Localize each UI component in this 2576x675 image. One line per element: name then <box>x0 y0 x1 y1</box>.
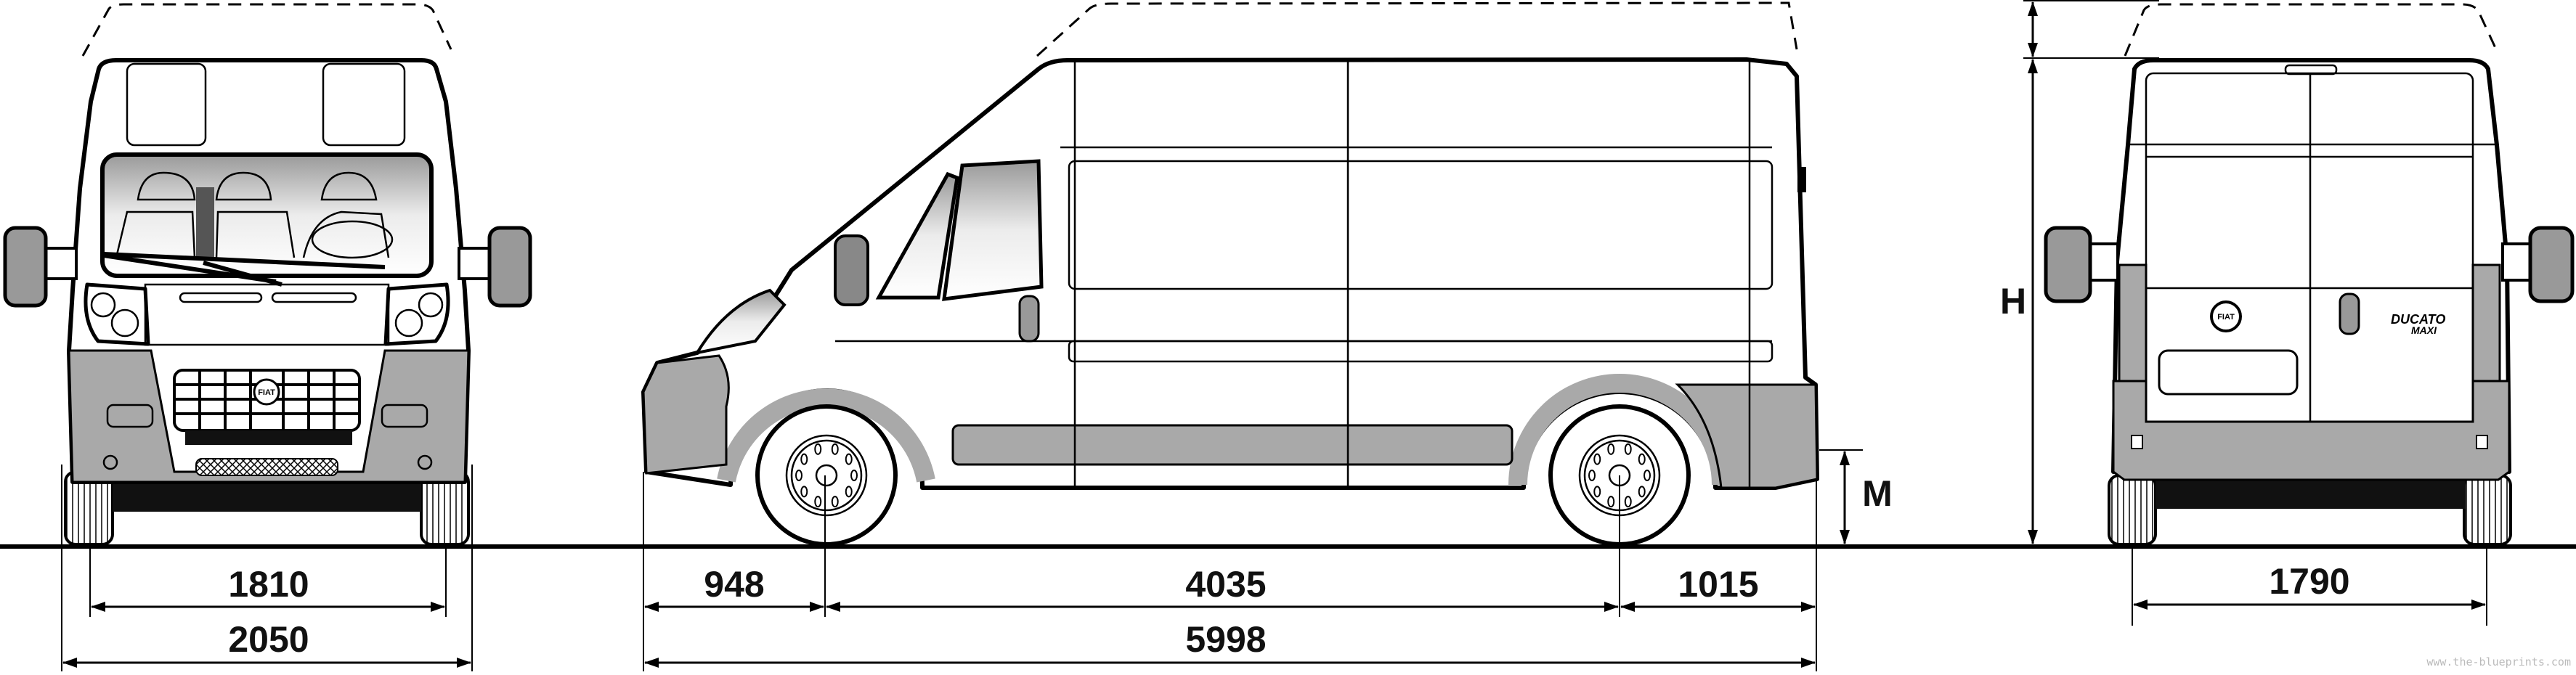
wheel-bolt <box>845 486 853 498</box>
rear-body-outline <box>2111 58 2511 474</box>
mirror-arm-left <box>44 247 78 280</box>
tail-light-right <box>2471 263 2501 382</box>
side-rub-strip <box>1068 340 1773 363</box>
rear-view: FIAT DUCATO MAXI <box>2044 3 2575 546</box>
front-logo-text: FIAT <box>258 388 275 397</box>
fog-light-right <box>381 404 428 428</box>
wheel-bolt <box>845 453 853 465</box>
rear-track-label: 1790 <box>2269 561 2349 602</box>
wheel-bolts <box>795 443 858 508</box>
wheel-bolt <box>1638 486 1646 498</box>
wheel-bolt <box>1624 496 1632 508</box>
side-panel <box>1068 160 1773 290</box>
mirror-left <box>3 226 48 308</box>
rear-mirror-arm-left <box>2089 242 2119 282</box>
rear-marker <box>1797 167 1806 192</box>
mirror-arm-right <box>458 247 491 280</box>
rear-right-tire <box>2463 474 2512 546</box>
rear-bumper <box>2112 380 2511 481</box>
door-handle <box>1018 295 1040 343</box>
front-bumper-side <box>642 354 730 475</box>
high-roof-outline-front <box>81 3 452 57</box>
third-brake-light <box>2284 64 2338 75</box>
watermark: www.the-blueprints.com <box>2426 655 2571 668</box>
wheel-bolt <box>1638 453 1646 465</box>
side-mirror <box>834 234 869 306</box>
height-label: H <box>2000 281 2026 322</box>
rear-overhang-label: 1015 <box>1678 564 1758 605</box>
front-width-label: 2050 <box>228 619 309 660</box>
wheel-bolt <box>1593 486 1601 498</box>
door-window <box>942 159 1044 301</box>
wheel-bolt <box>1607 443 1615 455</box>
tail-light-left <box>2118 263 2148 382</box>
front-wheel-arch <box>717 388 935 483</box>
side-protection-strip <box>951 424 1513 466</box>
wheel-bolt <box>1643 470 1651 481</box>
wheelbase-label: 4035 <box>1185 564 1266 605</box>
rear-door-handle <box>2339 292 2360 335</box>
rear-logo-text: FIAT <box>2217 313 2235 322</box>
wheel-bolt <box>814 443 822 455</box>
lower-grille <box>185 430 352 445</box>
dimension-lines: 1810 2050 948 4035 1015 5998 M H 1790 <box>61 0 2487 671</box>
rear-underbody <box>2156 480 2466 509</box>
headlight-side <box>694 288 787 355</box>
wheel-bolt <box>795 470 803 481</box>
seats <box>115 171 394 260</box>
wheel-bolts <box>1588 443 1651 508</box>
wheel-bolt <box>800 453 808 465</box>
hood-vent-left <box>179 292 263 303</box>
model-badge-line1: DUCATO <box>2391 312 2445 327</box>
rear-left-tire <box>2108 474 2157 546</box>
rear-fiat-logo <box>2210 300 2242 332</box>
overall-length-label: 5998 <box>1185 619 1266 660</box>
front-wheel <box>755 404 898 547</box>
front-bumper <box>68 349 470 483</box>
fog-light-left <box>106 404 154 428</box>
mirror-right <box>487 226 532 308</box>
wheel-bolt <box>850 470 858 481</box>
wheel-bolt <box>831 496 839 508</box>
bumper-mesh <box>195 458 338 476</box>
high-roof-outline-side <box>1036 1 1798 57</box>
wheel-bolt <box>1593 453 1601 465</box>
wheel-bolt <box>800 486 808 498</box>
front-track-label: 1810 <box>228 564 309 605</box>
windshield <box>100 152 434 278</box>
front-roof-vent-left <box>126 62 207 147</box>
wheel-bolt <box>831 443 839 455</box>
rear-mirror-left <box>2044 226 2092 303</box>
rear-mirror-arm-right <box>2501 242 2532 282</box>
headlight-right <box>383 282 450 346</box>
side-view <box>641 1 1819 547</box>
model-badge-line2: MAXI <box>2411 324 2437 336</box>
high-roof-outline-rear <box>2124 3 2498 57</box>
seatbelt <box>196 187 214 260</box>
wheel-bolt <box>1607 496 1615 508</box>
quarter-window <box>875 171 959 300</box>
load-height-label: M <box>1862 473 1893 514</box>
front-roof-vent-right <box>322 62 406 147</box>
front-overhang-label: 948 <box>704 564 764 605</box>
steering-wheel <box>311 220 394 259</box>
hood-vent-right <box>271 292 357 303</box>
front-underbody <box>113 479 421 512</box>
license-plate-recess <box>2158 349 2299 396</box>
wheel-bolt <box>1624 443 1632 455</box>
front-fiat-logo <box>253 378 280 406</box>
wipers <box>103 252 386 287</box>
wheel-bolt <box>814 496 822 508</box>
headlight-left <box>84 282 150 346</box>
front-view: FIAT <box>3 3 532 546</box>
rear-mirror-right <box>2528 226 2575 303</box>
rear-bumper-side <box>1675 383 1819 489</box>
wheel-bolt <box>1588 470 1596 481</box>
